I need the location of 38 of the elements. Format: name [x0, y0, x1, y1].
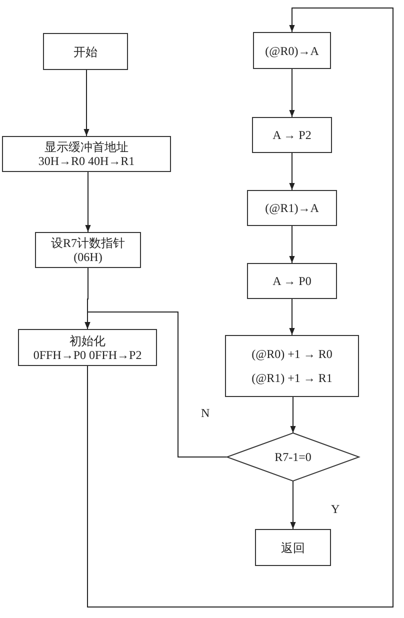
- arrow: [84, 70, 90, 136]
- arrow: [290, 396, 296, 434]
- process-box: [247, 263, 337, 299]
- decision-diamond: [227, 433, 359, 481]
- process-box: [253, 32, 331, 69]
- node-text: A → P2: [272, 128, 312, 142]
- process-box: [252, 117, 332, 153]
- process-box: [43, 33, 128, 70]
- arrow: [289, 298, 295, 336]
- node-text: (@R1)→A: [265, 201, 319, 215]
- node-text: A → P0: [272, 274, 312, 288]
- node-text: (06H): [74, 250, 102, 264]
- process-box: [18, 329, 157, 366]
- node-text: 30H→R0 40H→R1: [38, 154, 135, 168]
- node-text: 设R7计数指针: [50, 236, 125, 250]
- arrow: [289, 68, 295, 118]
- node-text: 开始: [74, 44, 98, 58]
- arrow: [289, 152, 295, 190]
- node-text: 显示缓冲首地址: [44, 140, 128, 154]
- arrow: [84, 312, 228, 458]
- node-text: (@R0)→A: [265, 44, 319, 58]
- node-text: (@R0) +1 → R0: [252, 346, 332, 361]
- node-text: R7-1=0: [274, 450, 312, 464]
- node-text: 0FFH→P0 0FFH→P2: [33, 348, 142, 362]
- edge-label: N: [200, 406, 211, 420]
- process-box: [225, 335, 359, 397]
- arrow: [87, 8, 394, 608]
- process-box: [255, 529, 331, 566]
- process-box: [247, 190, 337, 226]
- node-text: 初始化: [70, 334, 106, 348]
- arrow: [289, 226, 295, 264]
- process-box: [35, 232, 141, 268]
- process-box: [2, 136, 171, 172]
- arrow: [85, 172, 91, 232]
- node-text: 返回: [281, 540, 305, 554]
- node-text: (@R1) +1 → R1: [252, 371, 332, 386]
- arrow: [290, 480, 296, 530]
- edge-label: Y: [330, 502, 341, 516]
